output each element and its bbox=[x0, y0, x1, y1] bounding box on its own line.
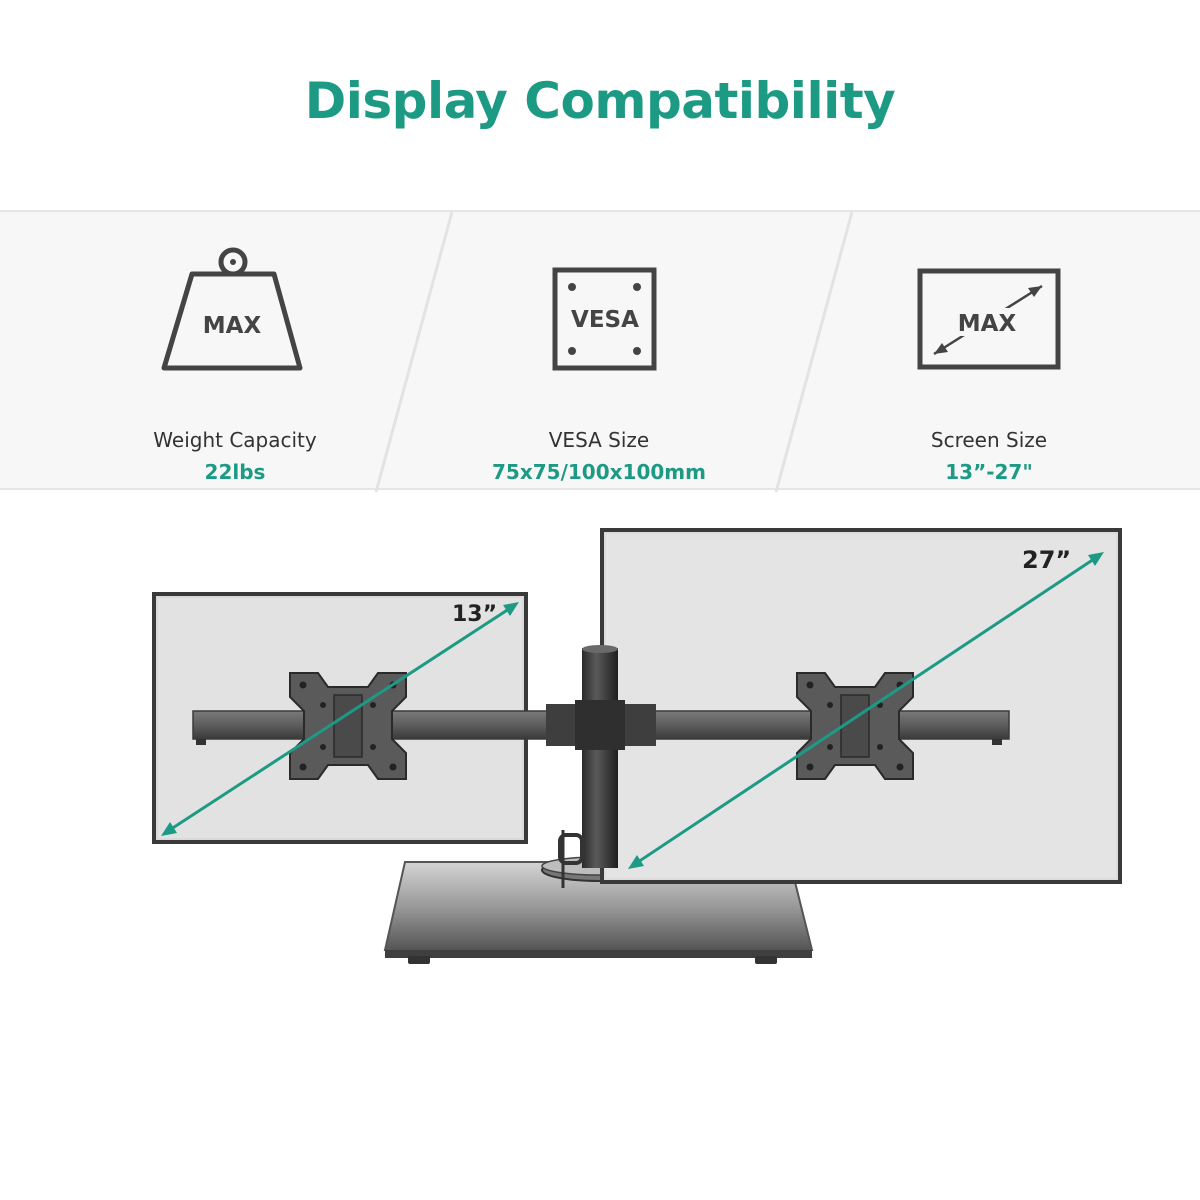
feature-screen-size: MAX Screen Size 13”-27" bbox=[824, 242, 1154, 492]
large-diagonal-arrow bbox=[628, 552, 1104, 869]
small-diagonal-arrow bbox=[161, 602, 519, 836]
support-pole bbox=[558, 645, 618, 888]
weight-icon-text: MAX bbox=[203, 313, 262, 339]
vesa-icon-text: VESA bbox=[571, 307, 639, 333]
weight-capacity-value: 22lbs bbox=[204, 460, 266, 484]
screen-size-icon-text: MAX bbox=[958, 311, 1017, 337]
vesa-icon: VESA bbox=[552, 267, 657, 371]
page-title: Display Compatibility bbox=[304, 72, 896, 130]
spec-band: MAX Weight Capacity 22lbs VESA VESA Size… bbox=[0, 210, 1200, 492]
monitor-large bbox=[600, 528, 1122, 884]
feature-weight: MAX Weight Capacity 22lbs bbox=[70, 242, 400, 492]
small-monitor-size-label: 13” bbox=[452, 602, 497, 627]
large-monitor-size-label: 27” bbox=[1022, 546, 1071, 574]
screen-size-value: 13”-27" bbox=[945, 460, 1033, 484]
vesa-size-label: VESA Size bbox=[548, 428, 650, 452]
screen-size-label: Screen Size bbox=[930, 428, 1048, 452]
dual-monitor-stand-illustration: 13” 27” bbox=[152, 528, 1122, 964]
screen-size-icon: MAX bbox=[917, 268, 1061, 370]
weight-icon: MAX bbox=[161, 247, 303, 371]
weight-capacity-label: Weight Capacity bbox=[153, 428, 317, 452]
vesa-plate-right bbox=[796, 672, 914, 780]
feature-vesa: VESA VESA Size 75x75/100x100mm bbox=[434, 242, 764, 492]
vesa-size-value: 75x75/100x100mm bbox=[492, 460, 706, 484]
band-dividers bbox=[374, 212, 854, 492]
